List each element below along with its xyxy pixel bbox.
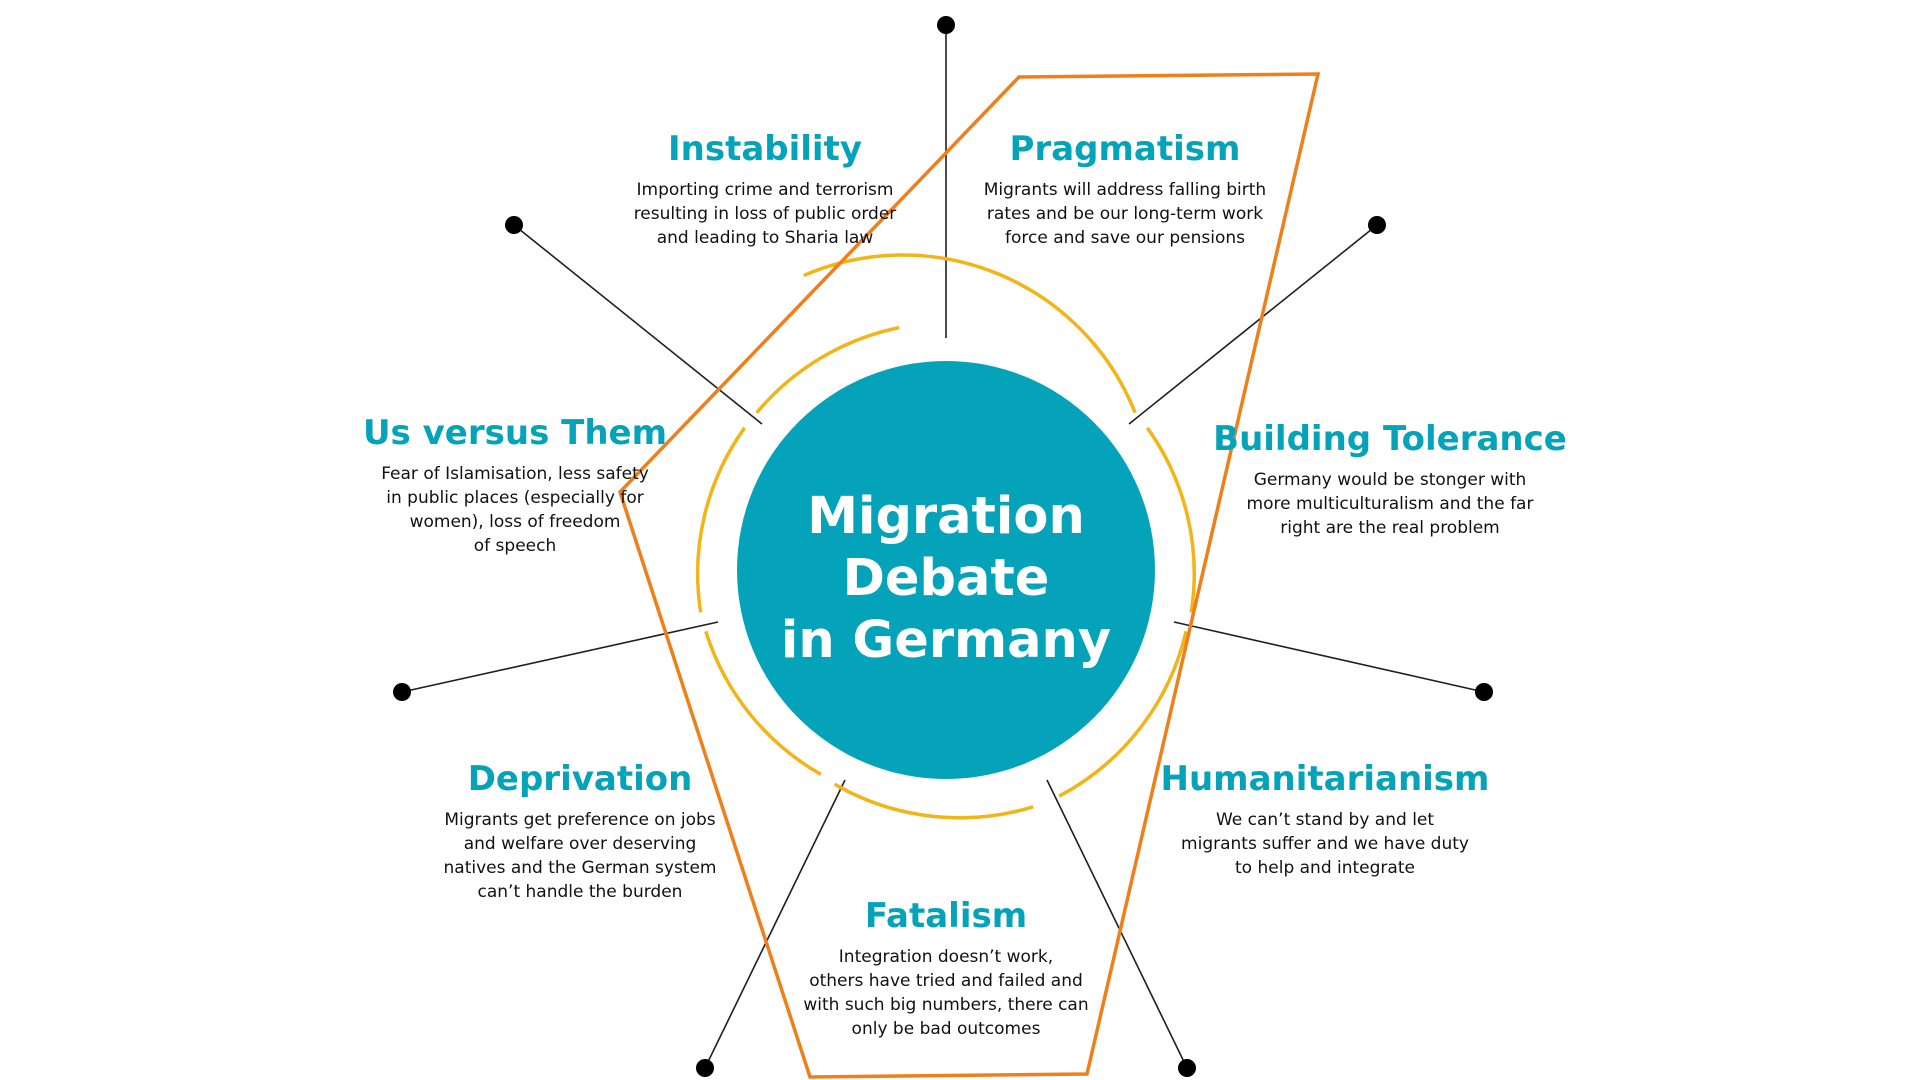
orange-outline xyxy=(618,72,1321,1079)
ring-arc-top xyxy=(803,253,1137,414)
ring-arc-top-left xyxy=(755,325,900,414)
theme-title: Deprivation xyxy=(467,759,693,799)
center-title-line-1: Migration xyxy=(807,487,1085,546)
theme-us-versus-them: Us versus Them Fear of Islamisation, les… xyxy=(350,412,680,558)
dot-upper-left xyxy=(505,216,523,234)
dot-upper-right xyxy=(1368,216,1386,234)
ring-arc-upper-right xyxy=(1145,426,1196,613)
spokes xyxy=(401,25,1485,1069)
theme-instability: Instability Importing crime and terroris… xyxy=(605,128,925,250)
theme-pragmatism: Pragmatism Migrants will address falling… xyxy=(960,128,1290,250)
spoke-upper-right xyxy=(1128,224,1378,425)
ring-arc-bottom xyxy=(833,782,1034,820)
dot-top xyxy=(937,16,955,34)
theme-description: We can’t stand by and let migrants suffe… xyxy=(1181,810,1469,878)
ring-arc-lower-left xyxy=(704,630,822,776)
theme-description: Germany would be stonger with more multi… xyxy=(1246,470,1534,538)
theme-description: Fear of Islamisation, less safety in pub… xyxy=(381,464,649,556)
dots xyxy=(393,16,1493,1077)
theme-humanitarianism: Humanitarianism We can’t stand by and le… xyxy=(1155,758,1495,880)
spoke-bottom-right xyxy=(1046,779,1188,1069)
theme-title: Fatalism xyxy=(864,896,1028,936)
spoke-bottom-left xyxy=(704,779,846,1069)
center-circle xyxy=(737,361,1155,779)
dot-lower-right xyxy=(1475,683,1493,701)
theme-fatalism: Fatalism Integration doesn’t work, other… xyxy=(786,895,1106,1041)
dot-bottom-left xyxy=(696,1059,714,1077)
spoke-lower-right xyxy=(1173,621,1485,693)
theme-description: Importing crime and terrorism resulting … xyxy=(633,180,897,248)
theme-deprivation: Deprivation Migrants get preference on j… xyxy=(420,758,740,904)
center-title-line-2: Debate xyxy=(842,549,1050,608)
theme-description: Integration doesn’t work, others have tr… xyxy=(803,947,1089,1039)
center-title-line-3: in Germany xyxy=(780,611,1112,670)
theme-title: Humanitarianism xyxy=(1160,759,1490,799)
theme-description: Migrants will address falling birth rate… xyxy=(983,180,1267,248)
theme-description: Migrants get preference on jobs and welf… xyxy=(443,810,717,902)
dot-lower-left xyxy=(393,683,411,701)
ring-arc-lower-right xyxy=(1058,630,1188,798)
center-title: Migration Debate in Germany xyxy=(736,456,1156,702)
theme-title: Instability xyxy=(667,129,862,169)
theme-title: Pragmatism xyxy=(1009,129,1241,169)
gold-ring xyxy=(695,253,1196,820)
spoke-upper-left xyxy=(513,224,763,425)
ring-arc-upper-left xyxy=(695,426,747,613)
dot-bottom-right xyxy=(1178,1059,1196,1077)
theme-building-tolerance: Building Tolerance Germany would be ston… xyxy=(1200,418,1580,540)
theme-title: Building Tolerance xyxy=(1213,419,1567,459)
theme-title: Us versus Them xyxy=(362,413,668,453)
spoke-lower-left xyxy=(401,621,719,693)
